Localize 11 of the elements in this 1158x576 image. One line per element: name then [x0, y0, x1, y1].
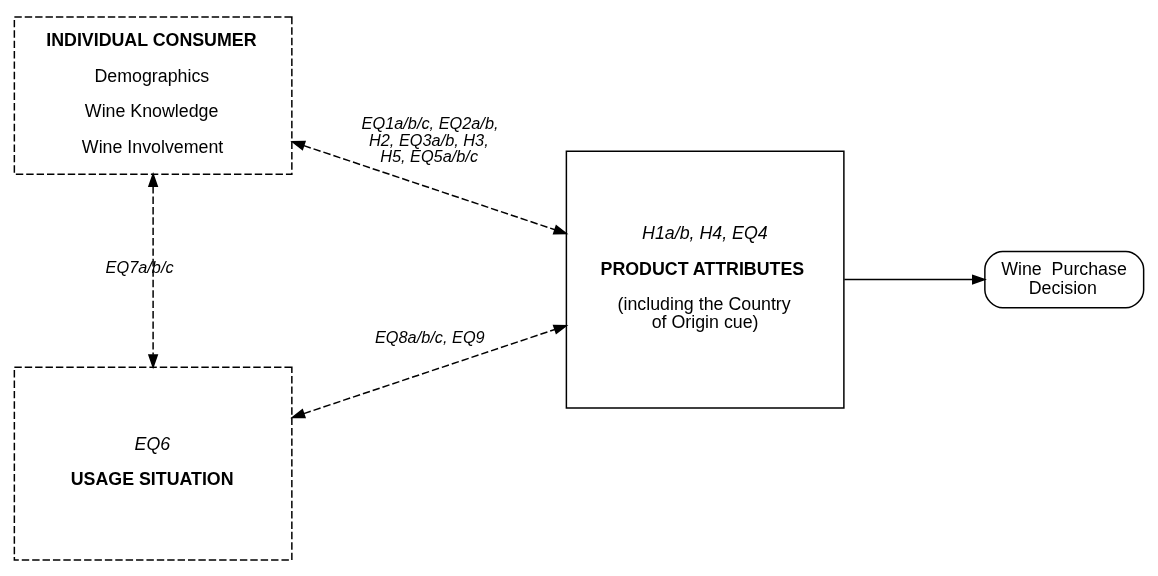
arrow — [290, 324, 569, 418]
node-box: Wine Purchase Decision — [984, 250, 1145, 309]
arrow — [843, 273, 987, 285]
node-box: INDIVIDUAL CONSUMER Demographics Wine Knowledge Wine Involvement — [13, 15, 293, 175]
arrow — [290, 140, 569, 234]
edge-label: EQ8a/b/c, EQ9 — [374, 327, 485, 346]
edge-label: EQ1a/b/c, EQ2a/b, H2, EQ3a/b, H3, H5, EQ5a/b/c — [361, 113, 499, 165]
edge-label: EQ7a/b/c — [105, 257, 174, 276]
arrow — [147, 171, 159, 369]
node-box: H1a/b, H4, EQ4 PRODUCT ATTRIBUTES (including the Country of Origin cue) — [565, 150, 845, 409]
node-box: EQ6 USAGE SITUATION — [13, 365, 293, 561]
